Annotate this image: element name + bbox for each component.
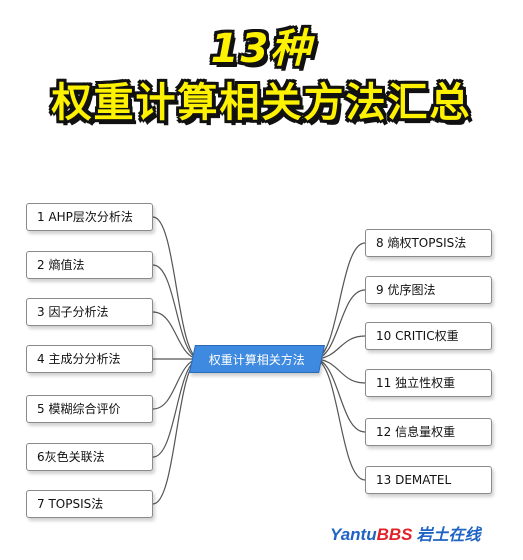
link-left-1: [152, 216, 201, 360]
right-node-information[interactable]: 12 信息量权重: [365, 418, 492, 446]
link-left-6: [152, 358, 201, 458]
right-node-critic[interactable]: 10 CRITIC权重: [365, 322, 492, 350]
left-node-topsis[interactable]: 7 TOPSIS法: [26, 490, 153, 518]
watermark-text-yantu: Yantu: [330, 525, 377, 544]
left-node-grey[interactable]: 6灰色关联法: [26, 443, 153, 471]
title-line-1: 13种: [210, 26, 313, 72]
link-right-1: [313, 242, 366, 360]
watermark-text-cn: 岩土在线: [416, 525, 481, 544]
watermark-text-bbs: BBS: [376, 525, 413, 544]
left-node-fuzzy[interactable]: 5 模糊综合评价: [26, 395, 153, 423]
link-left-7: [152, 358, 201, 505]
right-node-dematel[interactable]: 13 DEMATEL: [365, 466, 492, 494]
link-left-2: [152, 264, 201, 360]
left-node-pca[interactable]: 4 主成分分析法: [26, 345, 153, 373]
link-right-6: [313, 358, 366, 481]
left-node-factor[interactable]: 3 因子分析法: [26, 298, 153, 326]
title-line-2: 权重计算相关方法汇总: [51, 80, 472, 126]
left-node-ahp[interactable]: 1 AHP层次分析法: [26, 203, 153, 231]
right-node-priority-chart[interactable]: 9 优序图法: [365, 276, 492, 304]
center-node-label: 权重计算相关方法: [208, 353, 305, 367]
left-node-entropy[interactable]: 2 熵值法: [26, 251, 153, 279]
center-node[interactable]: 权重计算相关方法: [189, 345, 325, 373]
link-right-5: [313, 358, 366, 433]
right-node-independence[interactable]: 11 独立性权重: [365, 369, 492, 397]
right-node-entropy-topsis[interactable]: 8 熵权TOPSIS法: [365, 229, 492, 257]
